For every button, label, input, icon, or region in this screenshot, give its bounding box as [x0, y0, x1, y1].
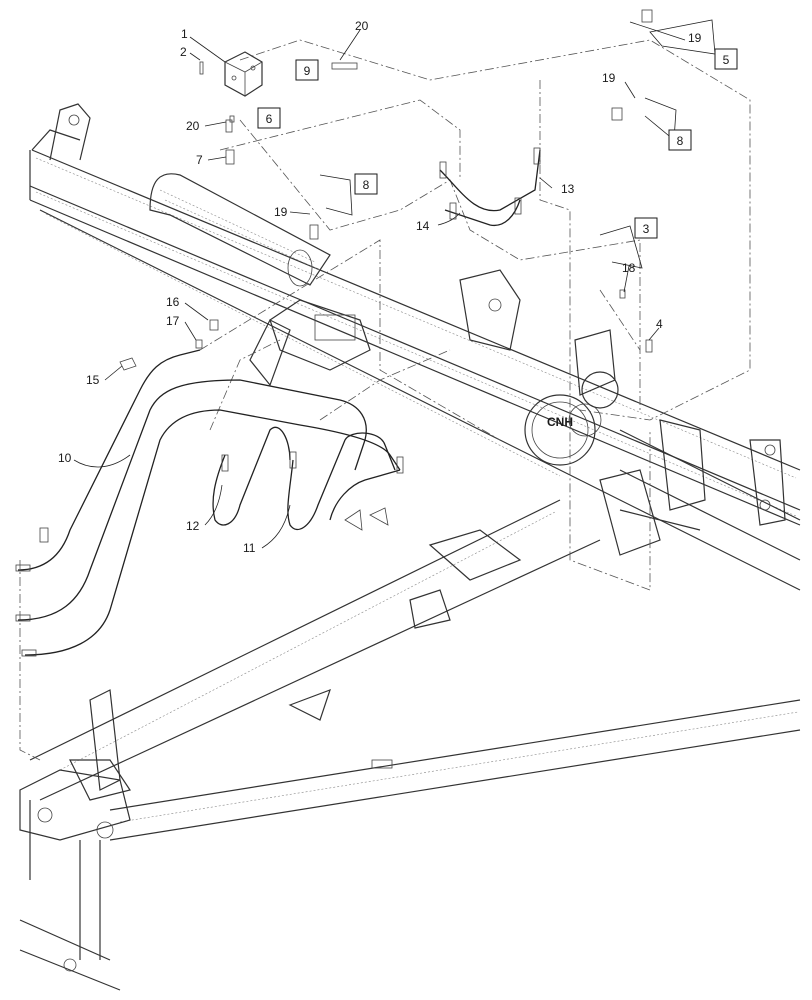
callout-15: 15: [86, 373, 100, 387]
boxed-callout-3: 3: [634, 217, 658, 239]
callout-4: 4: [656, 317, 663, 331]
callout-16: 16: [166, 295, 180, 309]
main-toolbar-frame: [29, 103, 801, 591]
callout-7: 7: [196, 153, 203, 167]
hose-12: [212, 426, 291, 526]
hose-14: [444, 199, 521, 227]
fittings: [15, 9, 653, 657]
hub-logo-text: CNH: [547, 415, 573, 429]
callout-12: 12: [186, 519, 200, 533]
callout-18: 18: [622, 261, 636, 275]
valve-block: [224, 51, 263, 97]
svg-text:6: 6: [266, 112, 273, 126]
boxed-callout-6: 6: [257, 107, 281, 129]
svg-text:8: 8: [677, 134, 684, 148]
callout-19-right: 19: [602, 71, 616, 85]
hose-10: [17, 349, 401, 656]
lower-draw-beam: [109, 699, 801, 841]
boxed-callout-5: 5: [714, 48, 738, 70]
hose-11: [287, 432, 401, 530]
wheel-hub: CNH: [524, 329, 619, 466]
callout-13: 13: [561, 182, 575, 196]
tongue-beam: [29, 499, 601, 801]
callout-10: 10: [58, 451, 72, 465]
right-axle-assembly: [599, 419, 801, 561]
svg-text:5: 5: [723, 53, 730, 67]
callout-17: 17: [166, 314, 180, 328]
callout-2: 2: [180, 45, 187, 59]
callout-19-mid: 19: [274, 205, 288, 219]
center-hitch-bracket: [249, 269, 521, 387]
callout-labels: 1 2 20 7 19 20 19 19 18 4 16 17 15 10 12…: [58, 19, 702, 555]
svg-text:3: 3: [643, 222, 650, 236]
callout-14: 14: [416, 219, 430, 233]
callout-20-left: 20: [186, 119, 200, 133]
boxed-callout-9: 9: [295, 59, 319, 81]
boxed-callout-8-mid: 8: [354, 173, 378, 195]
callout-11: 11: [243, 541, 256, 555]
hose-13: [439, 149, 541, 212]
svg-text:8: 8: [363, 178, 370, 192]
callout-19-top-right: 19: [688, 31, 702, 45]
svg-text:9: 9: [304, 64, 311, 78]
hitch-clevis: [19, 689, 131, 991]
callout-20-top: 20: [355, 19, 369, 33]
boxed-callout-8-right: 8: [668, 129, 692, 151]
callout-1: 1: [181, 27, 188, 41]
phantom-reference-lines: [19, 39, 751, 761]
hydraulic-cylinder: [149, 173, 331, 287]
callout-leaders: [73, 19, 716, 549]
